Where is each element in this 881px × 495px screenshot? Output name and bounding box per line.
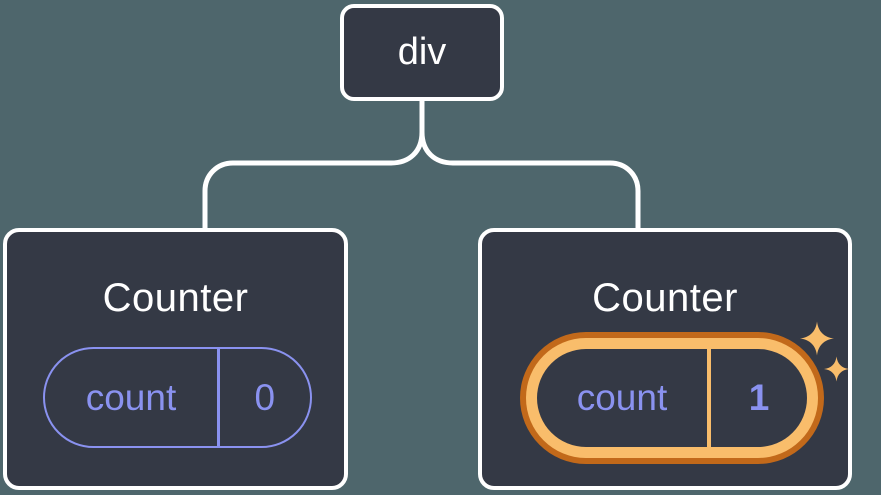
state-pill-highlight-ring-inner: count 1 bbox=[526, 338, 818, 458]
connector-left-branch bbox=[202, 129, 425, 232]
state-value: 1 bbox=[748, 377, 770, 418]
connector-right-branch bbox=[419, 129, 641, 232]
state-pill-highlight-ring: count 1 bbox=[520, 332, 824, 464]
root-node-label: div bbox=[397, 31, 447, 73]
counter-title: Counter bbox=[592, 276, 738, 320]
state-pill: count 0 bbox=[43, 347, 312, 448]
sparkle-icon bbox=[824, 356, 849, 382]
counter-card-left: Counter count 0 bbox=[3, 228, 348, 490]
state-key-segment: count bbox=[45, 349, 217, 446]
state-key-label: count bbox=[576, 377, 668, 418]
pill-divider bbox=[217, 349, 220, 446]
state-key-segment: count bbox=[537, 349, 707, 447]
state-value-segment: 0 bbox=[220, 349, 311, 446]
root-node-div: div bbox=[340, 4, 504, 101]
state-value: 0 bbox=[254, 376, 276, 418]
state-value-segment: 1 bbox=[711, 349, 807, 447]
sparkle-icon bbox=[800, 321, 834, 356]
pill-divider bbox=[707, 349, 711, 447]
state-pill: count 1 bbox=[537, 349, 807, 447]
counter-card-right: Counter count 1 bbox=[478, 228, 852, 490]
counter-title: Counter bbox=[102, 276, 249, 320]
state-key-label: count bbox=[85, 376, 177, 418]
